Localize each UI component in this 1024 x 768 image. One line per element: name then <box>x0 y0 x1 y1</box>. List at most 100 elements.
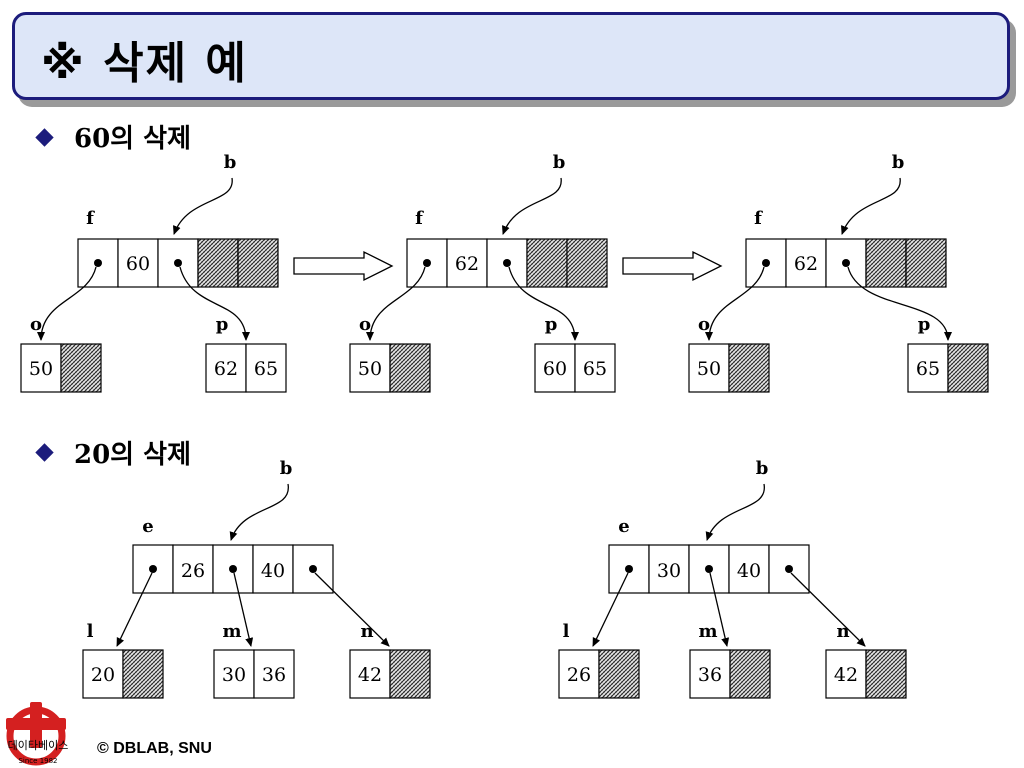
leaf-key-value: 65 <box>583 358 607 380</box>
section-heading-1: 60의 삭제 <box>74 124 191 154</box>
empty-slot <box>122 649 164 699</box>
arrow-child-0 <box>116 572 153 647</box>
pointer-label-child: l <box>563 621 570 642</box>
pointer-label-p: p <box>216 314 229 335</box>
leaf-key-value: 50 <box>697 358 721 380</box>
pointer-label-child: l <box>87 621 94 642</box>
leaf-key-cell <box>825 649 867 699</box>
pointer-dot <box>309 565 317 573</box>
leaf-key-value: 50 <box>358 358 382 380</box>
leaf-key-cell <box>688 343 730 393</box>
pointer-dot <box>174 259 182 267</box>
empty-slot <box>905 238 947 288</box>
arrow-child-2 <box>314 572 390 647</box>
leaf-key-cell <box>20 343 62 393</box>
pointer-dot <box>625 565 633 573</box>
page-title: ※ 삭제 예 <box>41 38 248 89</box>
leaf-key-value: 36 <box>698 664 722 686</box>
root-key-value: 40 <box>737 560 761 582</box>
empty-slot <box>197 238 239 288</box>
empty-slot <box>389 649 431 699</box>
leaf-key-cell <box>349 649 391 699</box>
arrow-right-child <box>847 266 952 341</box>
logo-since: Since 1982 <box>18 757 57 765</box>
leaf-key-value: 26 <box>567 664 591 686</box>
pointer-dot <box>503 259 511 267</box>
arrow-b <box>502 177 562 235</box>
root-key-value: 26 <box>181 560 205 582</box>
arrow-child-2 <box>790 572 866 647</box>
leaf-key-cell <box>349 343 391 393</box>
arrow-left-child <box>37 266 97 341</box>
footer-copyright: © DBLAB, SNU <box>97 740 212 757</box>
pointer-label-f: f <box>415 208 424 229</box>
arrow-b <box>173 177 233 235</box>
leaf-key-cell <box>245 343 287 393</box>
pointer-label-child: m <box>222 621 241 642</box>
root-key-value: 60 <box>126 253 150 275</box>
arrow-left-child <box>705 266 765 341</box>
leaf-key-value: 42 <box>358 664 382 686</box>
leaf-key-cell <box>82 649 124 699</box>
leaf-key-value: 42 <box>834 664 858 686</box>
empty-slot <box>729 649 771 699</box>
pointer-label-child: n <box>836 621 849 642</box>
arrow-b <box>841 177 901 235</box>
pointer-dot <box>423 259 431 267</box>
dblab-logo-icon: 데이타베이스 Since 1982 <box>6 702 69 766</box>
leaf-key-value: 20 <box>91 664 115 686</box>
root-key-value: 40 <box>261 560 285 582</box>
pointer-label-b: b <box>892 152 905 173</box>
arrow-child-1 <box>709 572 730 647</box>
empty-slot <box>566 238 608 288</box>
root-key-value: 62 <box>455 253 479 275</box>
pointer-label-child: m <box>698 621 717 642</box>
section-heading-2: 20의 삭제 <box>74 440 191 470</box>
leaf-key-cell <box>253 649 295 699</box>
arrow-left-child <box>366 266 426 341</box>
title-box: ※ 삭제 예 <box>12 12 1010 100</box>
pointer-dot <box>705 565 713 573</box>
empty-slot <box>947 343 989 393</box>
empty-slot <box>60 343 102 393</box>
leaf-key-value: 50 <box>29 358 53 380</box>
empty-slot <box>728 343 770 393</box>
pointer-label-f: f <box>86 208 95 229</box>
pointer-dot <box>762 259 770 267</box>
logo-label: 데이타베이스 <box>8 739 69 752</box>
leaf-key-value: 60 <box>543 358 567 380</box>
leaf-key-value: 62 <box>214 358 238 380</box>
leaf-key-value: 36 <box>262 664 286 686</box>
empty-slot <box>237 238 279 288</box>
pointer-label-b: b <box>280 458 293 479</box>
empty-slot <box>598 649 640 699</box>
transition-arrow <box>293 250 394 282</box>
arrow-b <box>229 483 289 541</box>
pointer-label-b: b <box>756 458 769 479</box>
transition-arrow <box>622 250 723 282</box>
empty-slot <box>389 343 431 393</box>
pointer-label-child: n <box>360 621 373 642</box>
leaf-key-cell <box>205 343 247 393</box>
pointer-dot <box>842 259 850 267</box>
arrow-b <box>705 483 765 541</box>
pointer-label-p: p <box>545 314 558 335</box>
root-key-cell <box>785 238 827 288</box>
pointer-label-e: e <box>618 516 629 537</box>
arrow-right-child <box>508 266 579 341</box>
pointer-dot <box>149 565 157 573</box>
pointer-dot <box>229 565 237 573</box>
arrow-right-child <box>179 266 250 341</box>
leaf-key-value: 65 <box>916 358 940 380</box>
pointer-label-o: o <box>698 314 710 335</box>
pointer-label-b: b <box>224 152 237 173</box>
empty-slot <box>865 649 907 699</box>
leaf-key-cell <box>574 343 616 393</box>
pointer-label-o: o <box>30 314 42 335</box>
pointer-label-e: e <box>142 516 153 537</box>
empty-slot <box>865 238 907 288</box>
pointer-dot <box>785 565 793 573</box>
leaf-key-cell <box>907 343 949 393</box>
pointer-label-o: o <box>359 314 371 335</box>
